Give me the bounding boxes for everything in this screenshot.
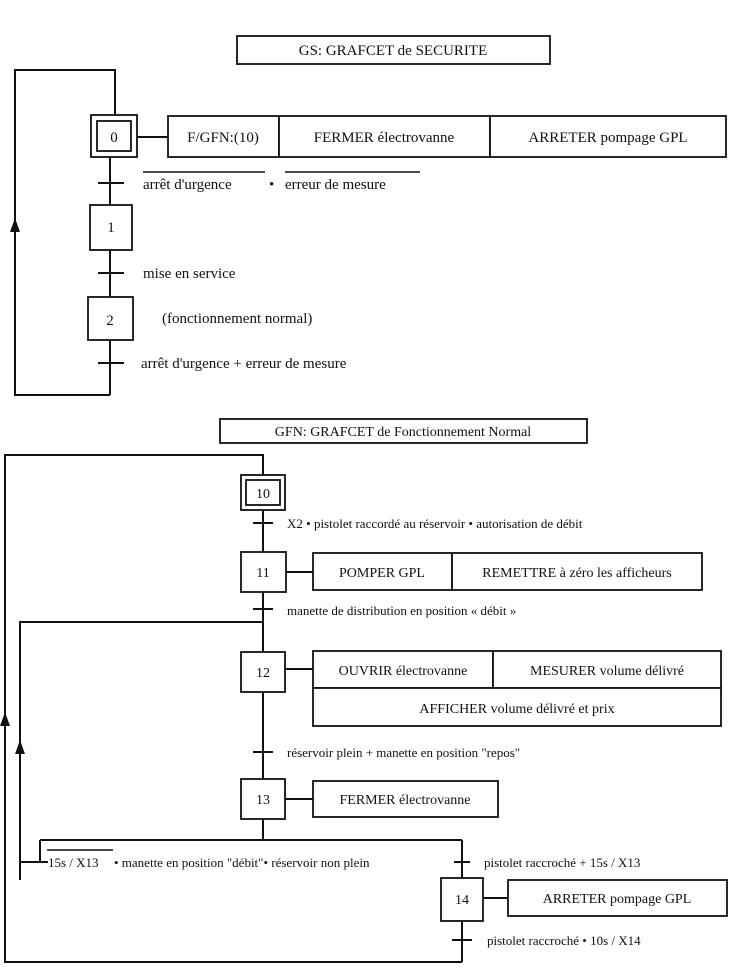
gfn-transition-14-10: pistolet raccroché • 10s / X14 — [487, 933, 641, 948]
gs-title-box — [236, 35, 551, 65]
gs-step-0-inner — [96, 120, 132, 152]
gs-title: GS: GRAFCET de SECURITE — [299, 43, 488, 59]
gs-transition-3: arrêt d'urgence + erreur de mesure — [141, 356, 347, 372]
gfn-transition-13-left-rest: • manette en position "débit"• réservoir… — [114, 855, 370, 870]
gfn-step-13-label: 13 — [256, 793, 270, 808]
gfn-transition-13-right: pistolet raccroché + 15s / X13 — [484, 855, 640, 870]
gfn-step-11-label: 11 — [256, 566, 269, 581]
gfn-action-11-2: REMETTRE à zéro les afficheurs — [482, 566, 671, 581]
gfn-loop-inner-arrow — [15, 740, 25, 754]
gfn-title: GFN: GRAFCET de Fonctionnement Normal — [275, 425, 532, 440]
gs-step-1-label: 1 — [107, 220, 115, 236]
gfn-action-12-2: MESURER volume délivré — [530, 664, 684, 679]
gs-transition-2: mise en service — [143, 266, 236, 282]
gfn-transition-11-12: manette de distribution en position « dé… — [287, 603, 516, 618]
gs-step-0-label: 0 — [110, 130, 118, 146]
gfn-step-14 — [440, 877, 484, 922]
gfn-action-12-box-3 — [312, 687, 722, 727]
gfn-action-13: FERMER électrovanne — [339, 793, 470, 808]
gfn-action-11-1: POMPER GPL — [339, 566, 425, 581]
gfn-loop-inner — [19, 621, 263, 880]
gfn-transition-13-left-overlined: 15s / X13 — [48, 855, 99, 870]
gs-step-2 — [87, 296, 134, 341]
gs-step-2-comment: (fonctionnement normal) — [162, 311, 312, 327]
gs-action-1: F/GFN:(10) — [187, 130, 259, 146]
gfn-action-12-box-2 — [492, 650, 722, 689]
gfn-step-13 — [240, 778, 286, 820]
gs-loop-line — [14, 69, 116, 396]
gfn-action-12-3: AFFICHER volume délivré et prix — [419, 702, 614, 717]
gfn-transition-10-11: X2 • pistolet raccordé au réservoir • au… — [287, 516, 583, 531]
gs-transition-1-part2: erreur de mesure — [285, 177, 386, 193]
gfn-action-14: ARRETER pompage GPL — [543, 892, 692, 907]
gs-action-box-3 — [489, 115, 727, 158]
gfn-step-14-label: 14 — [455, 893, 469, 908]
gfn-action-11-box-1 — [312, 552, 453, 591]
gs-action-box-2 — [278, 115, 491, 158]
gfn-step-10-inner — [245, 479, 281, 506]
gfn-loop-outer — [4, 454, 462, 963]
gfn-action-13-box — [312, 780, 499, 818]
gs-step-1 — [89, 204, 133, 251]
gfn-action-12-1: OUVRIR électrovanne — [339, 664, 468, 679]
gs-transition-1-op: • — [269, 177, 274, 193]
gs-transition-1-part1: arrêt d'urgence — [143, 177, 232, 193]
gs-action-3: ARRETER pompage GPL — [528, 130, 687, 146]
gs-loop-arrow — [10, 218, 20, 232]
gfn-loop-outer-arrow — [0, 712, 10, 726]
gfn-transition-12-13: réservoir plein + manette en position "r… — [287, 745, 520, 760]
gfn-step-12 — [240, 651, 286, 693]
gfn-action-11-box-2 — [451, 552, 703, 591]
gs-step-2-label: 2 — [106, 313, 114, 329]
gfn-step-12-label: 12 — [256, 666, 270, 681]
gfn-action-14-box — [507, 879, 728, 917]
gfn-step-10-label: 10 — [256, 487, 270, 502]
gfn-title-box — [219, 418, 588, 444]
gs-action-2: FERMER électrovanne — [314, 130, 455, 146]
